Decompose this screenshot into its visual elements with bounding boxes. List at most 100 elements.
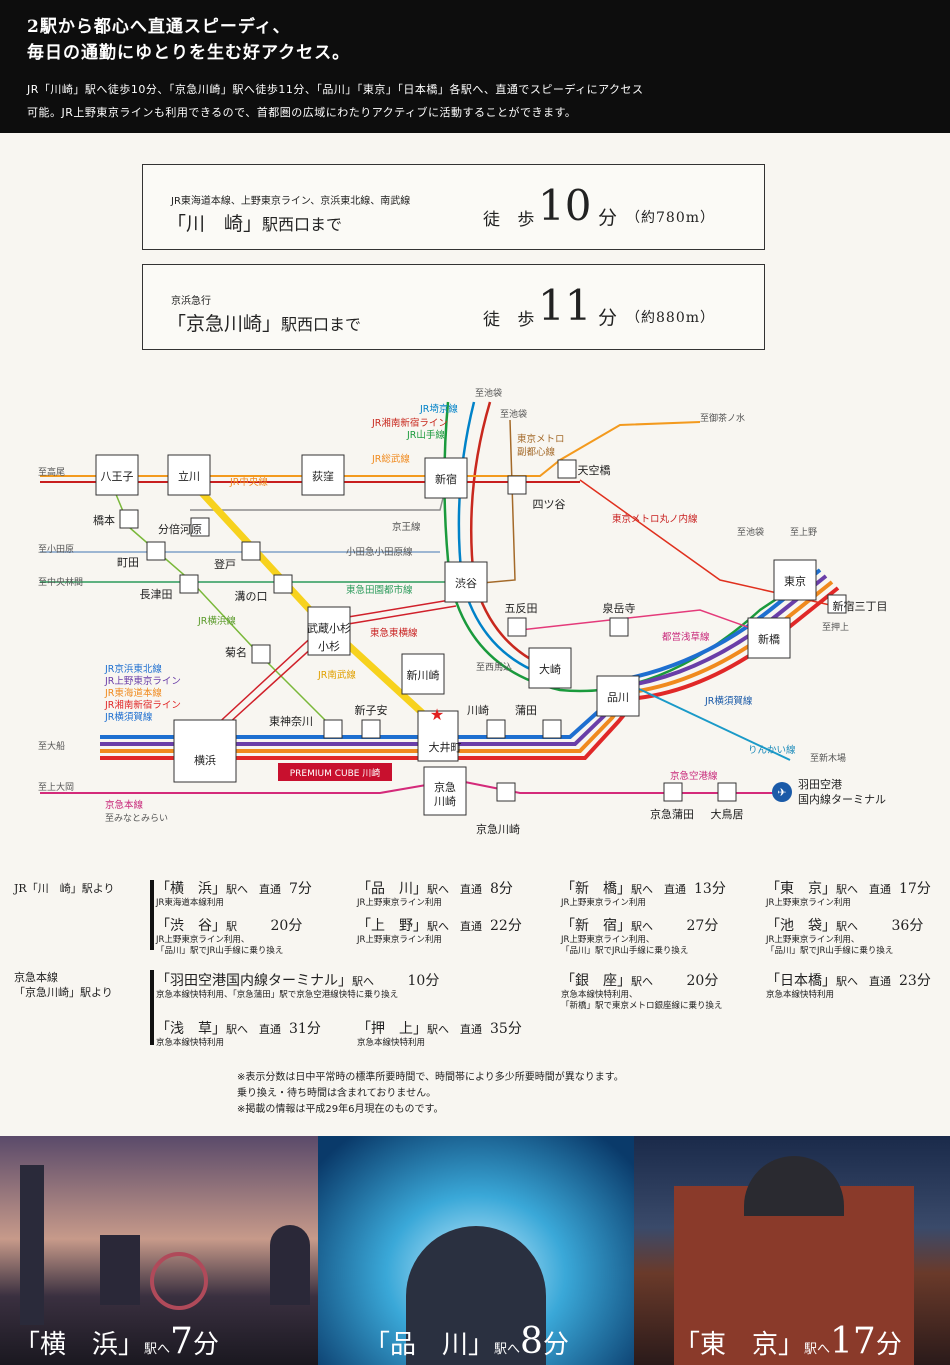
line-label-saikyo: JR埼京線 (419, 403, 458, 415)
access-box-jr: JR東海道本線、上野東京ライン、京浜東北線、南武線 「川 崎」駅西口まで 徒 歩… (142, 164, 765, 250)
station-label: 東神奈川 (269, 714, 313, 728)
station-label: 溝の口 (235, 590, 268, 603)
walk-label: 徒 歩 (483, 310, 541, 330)
svg-text:PREMIUM CUBE 川崎: PREMIUM CUBE 川崎 (290, 767, 381, 779)
premium-cube-badge (278, 763, 392, 781)
line-label-sobu: JR総武線 (371, 453, 410, 465)
minutes-unit: 分 (598, 307, 618, 329)
line-label-marunouchi: 東京メトロ丸ノ内線 (612, 513, 698, 525)
footnote: ※表示分数は日中平常時の標準所要時間で、時間帯により多少所要時間が異なります。 (237, 1072, 624, 1083)
to-label: 至新木場 (810, 752, 846, 764)
access-lines: 京浜急行 (171, 296, 211, 307)
line-label-shonan1: JR湘南新宿ライン (371, 417, 448, 429)
intro-line-2: 可能。JR上野東京ラインも利用できるので、首都圏の広域にわたりアクティブに活動す… (27, 106, 577, 119)
station-label: 大崎 (539, 662, 561, 676)
haneda-label: 羽田空港 (798, 777, 842, 791)
airplane-icon (772, 782, 792, 802)
station-label: 五反田 (505, 602, 538, 615)
minutes-unit: 分 (598, 207, 618, 229)
station-label: 大井町 (429, 740, 462, 754)
access-lines: JR東海道本線、上野東京ライン、京浜東北線、南武線 (171, 196, 411, 207)
station-label: 新子安 (355, 703, 388, 717)
station-label: 橋本 (93, 513, 115, 527)
station-label: 天空橋 (578, 463, 611, 477)
station-label: 町田 (117, 556, 139, 569)
photo-caption: 「品 川」駅へ8分 (364, 1321, 569, 1362)
station-label: 品川 (607, 691, 629, 704)
line-label-yokosuka1: JR横須賀線 (704, 695, 753, 707)
station-label: 大鳥居 (711, 807, 744, 821)
access-station: 「川 崎」駅西口まで (167, 213, 343, 235)
legend-item: JR横須賀線 (104, 711, 153, 723)
photo-caption: 「東 京」駅へ17分 (674, 1321, 902, 1362)
station-label: 分倍河原 (158, 522, 202, 536)
walk-minutes: 10 (538, 181, 592, 230)
line-label-nambu: JR南武線 (317, 669, 356, 681)
station-label: 蒲田 (515, 703, 537, 717)
walk-distance: （約780m） (626, 210, 715, 226)
station-label: 八王子 (101, 470, 134, 483)
svg-text:国内線ターミナル: 国内線ターミナル (798, 792, 886, 806)
walk-label: 徒 歩 (483, 210, 541, 230)
walk-distance: （約880m） (626, 310, 715, 326)
line-label-toyoko: 東急東横線 (370, 627, 418, 639)
station-label: 東京 (784, 574, 806, 588)
station-label: 新宿 (435, 472, 457, 486)
intro-line-1: JR「川崎」駅へ徒歩10分、「京急川崎」駅へ徒歩11分、「品川」「東京」「日本橋… (27, 83, 644, 96)
keikyu-origin: 京急本線 「京急川崎」駅より (14, 971, 113, 999)
line-label-fukutoshin: 東京メトロ (517, 433, 565, 445)
station-label: 泉岳寺 (603, 601, 636, 615)
bracket-keikyu (150, 970, 154, 1045)
line-label-asakusa: 都営浅草線 (662, 631, 710, 643)
station-label: 四ツ谷 (533, 498, 566, 511)
station-label: 京急蒲田 (650, 807, 694, 821)
to-label: 至小田原 (38, 544, 74, 555)
access-box-keikyu: 京浜急行 「京急川崎」駅西口まで 徒 歩 11 分 （約880m） (142, 264, 765, 350)
walk-minutes: 11 (538, 281, 592, 330)
to-label: 至池袋 (737, 526, 764, 538)
legend-item: JR上野東京ライン (104, 675, 181, 687)
to-label: 至西馬込 (476, 662, 512, 673)
route-map: ★ 八王子立川荻窪新宿橋本分倍河原町田登戸長津田溝の口武蔵小杉菊名渋谷五反田泉岳… (38, 387, 888, 836)
station-label: 武蔵小杉 (307, 621, 351, 635)
line-label-keio: 京王線 (392, 521, 421, 533)
travel-time-cell: 「銀 座」駅へ 20分京急本線快特利用、 「新橋」駅で東京メトロ銀座線に乗り換え (561, 973, 723, 1011)
line-label-keikyu: 京急本線 (105, 799, 144, 811)
station-label: 新宿三丁目 (833, 599, 888, 613)
svg-text:✈: ✈ (777, 786, 786, 799)
to-label: 至みなとみらい (105, 813, 168, 824)
photo-yokohama: 「横 浜」駅へ7分 (0, 1136, 318, 1365)
header-banner: 2駅から都心へ直通スピーディ、 毎日の通勤にゆとりを生む好アクセス。 JR「川崎… (0, 0, 950, 133)
station-label-sub: 川崎 (434, 794, 456, 808)
chuo-line (40, 421, 701, 477)
line-label-yokohama: JR横浜線 (197, 615, 236, 627)
to-label: 至池袋 (500, 408, 527, 420)
station-label: 菊名 (225, 645, 247, 659)
legend-item: JR京浜東北線 (104, 663, 162, 675)
travel-time-cell: 「羽田空港国内線ターミナル」駅へ 10分京急本線快特利用、「京急蒲田」駅で京急空… (156, 973, 440, 1000)
station-label: 横浜 (194, 753, 216, 767)
access-station: 「京急川崎」駅西口まで (167, 313, 362, 335)
line-label-airport: 京急空港線 (670, 770, 718, 782)
to-label: 至上野 (790, 527, 817, 538)
to-label: 至高尾 (38, 466, 65, 478)
line-label-chuo: JR中央線 (229, 476, 268, 488)
photo-caption: 「横 浜」駅へ7分 (14, 1321, 219, 1362)
station-label: 新橋 (758, 632, 780, 646)
station-label: 渋谷 (455, 577, 477, 590)
to-label: 至御茶ノ水 (700, 412, 745, 424)
station-label-sub: 小杉 (318, 639, 340, 653)
station-label: 登戸 (214, 557, 236, 571)
station-label: 立川 (178, 469, 200, 483)
legend-item: JR湘南新宿ライン (104, 699, 181, 711)
photo-tokyo: 「東 京」駅へ17分 (634, 1136, 950, 1365)
footnote: ※掲載の情報は平成29年6月現在のものです。 (237, 1104, 444, 1115)
